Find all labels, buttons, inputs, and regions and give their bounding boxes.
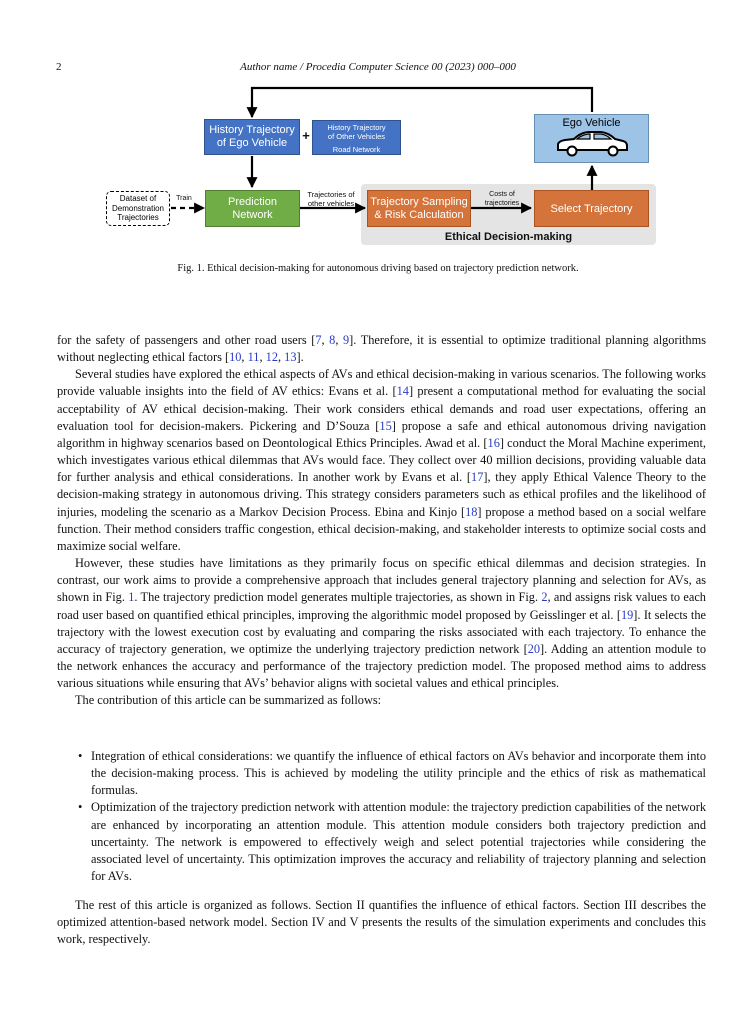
text: ]. Adding an attention module to the net… xyxy=(57,641,706,691)
figure-link[interactable]: 1 xyxy=(128,590,135,605)
citation-link[interactable]: 8 xyxy=(329,333,336,347)
text: However, these studies have limitations … xyxy=(57,556,706,605)
dataset-label: Dataset of Demonstration Trajectories xyxy=(111,194,165,223)
citation-link[interactable]: 15 xyxy=(379,418,392,433)
select-trajectory-label: Select Trajectory xyxy=(550,202,633,215)
citation-link[interactable]: 13 xyxy=(284,350,297,365)
text: . The trajectory prediction model genera… xyxy=(134,590,542,605)
citation-link[interactable]: 20 xyxy=(527,641,541,656)
citation-link[interactable]: 14 xyxy=(396,384,409,399)
text: , xyxy=(335,333,343,347)
figure-caption: Fig. 1. Ethical decision-making for auto… xyxy=(177,263,579,274)
running-title: Author name / Procedia Computer Science … xyxy=(240,61,516,73)
text: Integration of ethical considerations: w… xyxy=(91,749,706,798)
prediction-network-box: Prediction Network xyxy=(205,190,300,227)
text: for the safety of passengers and other r… xyxy=(57,333,316,347)
sampling-box: Trajectory Sampling & Risk Calculation xyxy=(367,190,471,227)
select-trajectory-box: Select Trajectory xyxy=(534,190,649,227)
citation-link[interactable]: 19 xyxy=(620,607,634,622)
text: ]. It selects the trajectory with the lo… xyxy=(57,607,706,656)
history-ego-box: History Trajectory of Ego Vehicle xyxy=(204,119,300,155)
citation-link[interactable]: 7 xyxy=(315,333,322,347)
prediction-network-label: Prediction Network xyxy=(228,195,277,221)
dataset-box: Dataset of Demonstration Trajectories xyxy=(106,191,170,226)
paragraph-3: However, these studies have limitations … xyxy=(57,555,706,692)
page-header: 2 Author name / Procedia Computer Scienc… xyxy=(0,61,756,77)
paragraph-4: The contribution of this article can be … xyxy=(75,693,382,708)
paragraph-5: The rest of this article is organized as… xyxy=(57,898,706,947)
bullet-icon: • xyxy=(78,749,83,763)
text: , and assigns risk values to each road u… xyxy=(57,590,706,622)
text: ] conduct the Moral Machine experiment, … xyxy=(57,435,706,485)
text: ], they apply Ethical Valence Theory to … xyxy=(57,470,707,519)
body-text-top: for the safety of passengers and other r… xyxy=(57,332,706,709)
car-icon xyxy=(556,131,628,157)
road-network-label: Road Network xyxy=(332,145,381,154)
contribution-list: • Integration of ethical considerations: … xyxy=(57,748,706,885)
list-item: • Integration of ethical considerations: … xyxy=(57,748,706,799)
citation-link[interactable]: 17 xyxy=(471,470,484,485)
costs-label: Costs of trajectories xyxy=(484,191,520,207)
bullet-icon: • xyxy=(78,800,83,815)
ego-vehicle-label: Ego Vehicle xyxy=(562,117,621,129)
paragraph-1: for the safety of passengers and other r… xyxy=(57,332,706,366)
citation-link[interactable]: 11 xyxy=(247,350,260,365)
plus-sign: + xyxy=(302,128,310,143)
figure-link[interactable]: 2 xyxy=(541,590,548,605)
text: , xyxy=(321,333,330,347)
page-number: 2 xyxy=(56,61,62,73)
text: , xyxy=(278,350,285,365)
text: Several studies have explored the ethica… xyxy=(57,367,706,399)
other-vehicles-box: History Trajectory of Other Vehicles Roa… xyxy=(312,120,401,155)
train-label: Train xyxy=(176,195,192,202)
citation-link[interactable]: 16 xyxy=(487,435,500,450)
text: ] present a computational method for eva… xyxy=(57,384,706,433)
ego-vehicle-box: Ego Vehicle xyxy=(534,114,649,163)
body-text-bottom: The rest of this article is organized as… xyxy=(57,897,706,948)
feedback-arrow xyxy=(246,86,594,119)
text: ] propose a safe and ethical autonomous … xyxy=(57,418,706,450)
sampling-label: Trajectory Sampling & Risk Calculation xyxy=(370,195,468,221)
citation-link[interactable]: 10 xyxy=(229,350,242,365)
text: , xyxy=(241,350,248,365)
text: ] propose a method based on a social wel… xyxy=(57,504,706,553)
history-ego-label: History Trajectory of Ego Vehicle xyxy=(209,124,295,149)
citation-link[interactable]: 18 xyxy=(465,504,478,519)
text: ]. Therefore, it is essential to optimiz… xyxy=(57,333,707,365)
citation-link[interactable]: 9 xyxy=(342,333,350,347)
text: , xyxy=(259,350,266,365)
list-item: • Optimization of the trajectory predicti… xyxy=(57,799,706,885)
text: Optimization of the trajectory predictio… xyxy=(91,800,706,884)
figure-1-diagram: History Trajectory of Ego Vehicle + Hist… xyxy=(0,0,756,260)
paragraph-2: Several studies have explored the ethica… xyxy=(57,366,706,555)
citation-link[interactable]: 12 xyxy=(265,350,278,365)
history-other-label: History Trajectory of Other Vehicles xyxy=(327,123,386,141)
ethical-panel-title: Ethical Decision-making xyxy=(444,231,573,243)
contribution-list-block: • Integration of ethical considerations: … xyxy=(57,748,706,885)
trajectories-other-label: Trajectories of other vehicles xyxy=(307,190,355,208)
text: ]. xyxy=(296,350,304,365)
